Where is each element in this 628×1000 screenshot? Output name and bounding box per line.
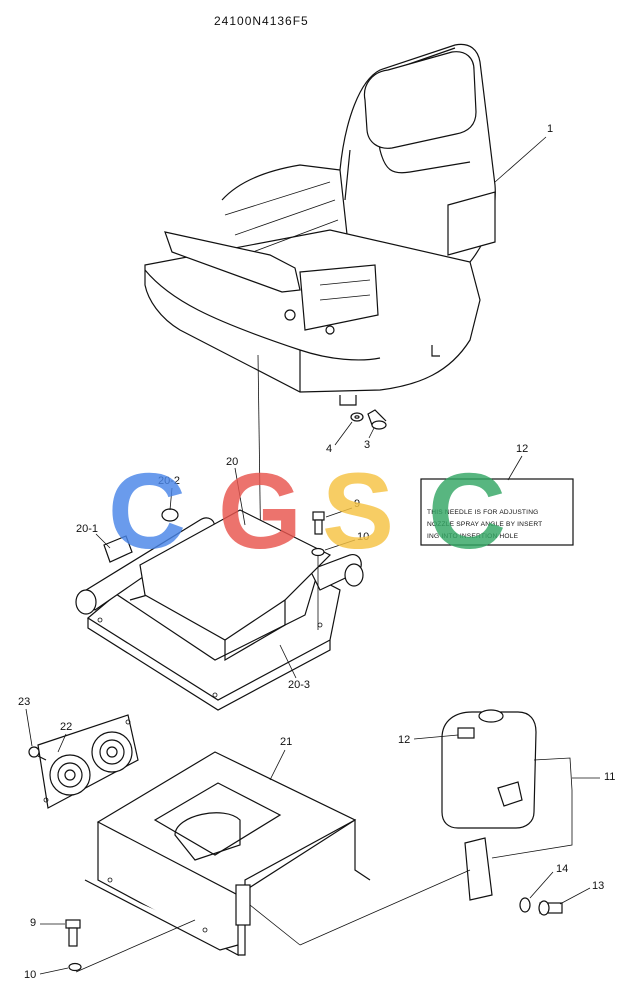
- switch-panel: [37, 714, 139, 809]
- callout-23: 23: [18, 696, 30, 708]
- document-code: 24100N4136F5: [214, 14, 309, 28]
- label-line-1: THIS NEEDLE IS FOR ADJUSTING: [427, 509, 538, 516]
- needle-label-box: THIS NEEDLE IS FOR ADJUSTING NOZZLE SPRA…: [420, 478, 574, 546]
- watermark-letter-4: C: [428, 450, 506, 571]
- callout-20-3: 20-3: [288, 679, 310, 691]
- suspension-assembly: [75, 508, 364, 711]
- watermark-letter-2: G: [218, 450, 302, 571]
- tank-bracket: [464, 837, 493, 901]
- washer-10-lower: [68, 962, 82, 972]
- seat-base-bracket: [84, 751, 371, 957]
- watermark-letter-1: C: [108, 450, 186, 571]
- callout-4: 4: [326, 443, 332, 455]
- callout-12-upper: 12: [516, 443, 528, 455]
- callout-20-1: 20-1: [76, 523, 98, 535]
- callout-9-upper: 9: [354, 498, 360, 510]
- washer-10-upper: [311, 547, 325, 557]
- callout-20-2: 20-2: [158, 475, 180, 487]
- callout-10-lower: 10: [24, 969, 36, 981]
- washer-tank: [441, 709, 537, 829]
- bolt-13: [538, 900, 563, 916]
- label-line-3: ING INTO INSERTION HOLE: [427, 533, 519, 540]
- callout-3: 3: [364, 439, 370, 451]
- callout-10-upper: 10: [357, 531, 369, 543]
- washer-14: [519, 897, 531, 913]
- callout-12-lower: 12: [398, 734, 410, 746]
- callout-1: 1: [547, 123, 553, 135]
- callout-20: 20: [226, 456, 238, 468]
- bolt-9-lower: [65, 919, 81, 947]
- seat-assembly: [144, 43, 496, 406]
- watermark-letter-3: S: [322, 450, 394, 571]
- bolt-3: [367, 409, 387, 430]
- callout-11: 11: [604, 771, 615, 783]
- screw-23: [28, 746, 47, 761]
- callout-9-lower: 9: [30, 917, 36, 929]
- callout-21: 21: [280, 736, 292, 748]
- washer-4: [350, 412, 364, 422]
- callout-22: 22: [60, 721, 72, 733]
- label-line-2: NOZZLE SPRAY ANGLE BY INSERT: [427, 521, 542, 528]
- callout-13: 13: [592, 880, 604, 892]
- watermark: C G S C: [108, 450, 506, 571]
- callout-14: 14: [556, 863, 568, 875]
- bolt-9-upper: [312, 511, 325, 535]
